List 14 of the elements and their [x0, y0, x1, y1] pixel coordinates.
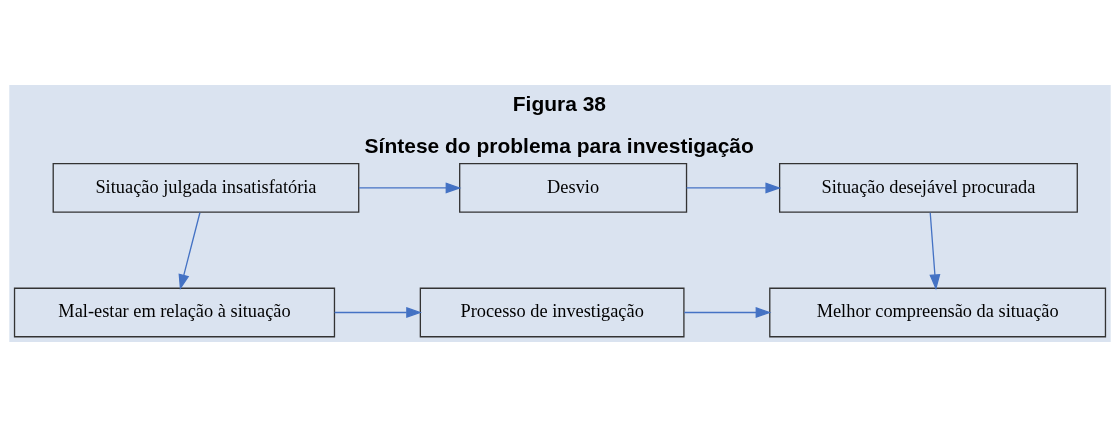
arrow: [178, 212, 201, 291]
caption: Síntese do problema para investigação: [364, 133, 754, 157]
node-box: Situação desejável procurada: [778, 163, 1078, 213]
arrow: [929, 212, 941, 291]
node-box: Desvio: [459, 163, 688, 213]
arrow: [683, 307, 772, 318]
arrow: [358, 182, 462, 194]
node-box: Situação julgada insatisfatória: [52, 163, 360, 213]
node-box: Melhor compreensão da situação: [769, 287, 1107, 338]
node-box: Processo de investigação: [419, 287, 685, 338]
arrow: [333, 307, 422, 318]
arrow: [685, 182, 782, 194]
node-box: Mal-estar em relação à situação: [13, 287, 336, 338]
diagram-title: Figura 38: [512, 91, 607, 115]
